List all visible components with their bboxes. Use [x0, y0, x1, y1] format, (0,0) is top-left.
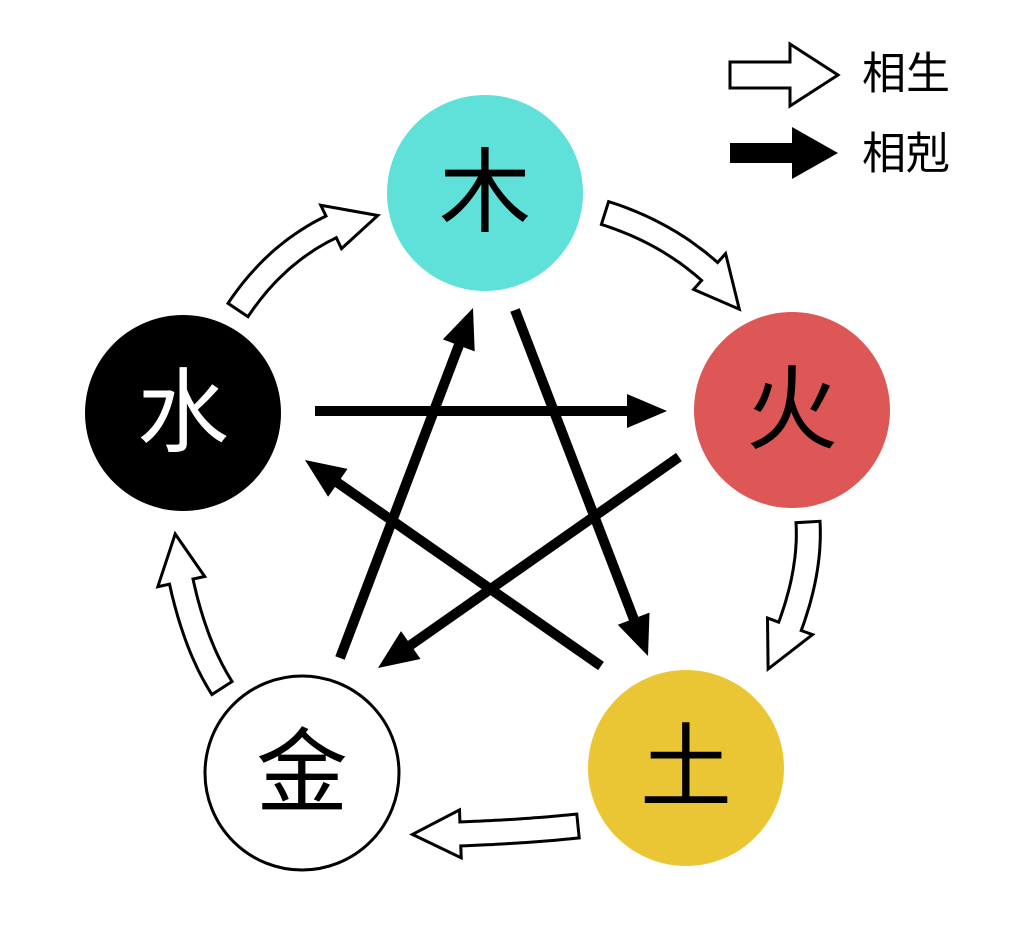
- overcoming-arrow-water-to-fire: [315, 394, 667, 428]
- fire-label: 火: [746, 357, 838, 464]
- overcoming-arrow-fire-to-metal: [378, 452, 682, 668]
- legend-generating: 相生: [728, 41, 950, 109]
- overcoming-arrow-wood-to-earth: [510, 308, 650, 656]
- generating-arrow-water-to-wood: [225, 203, 382, 319]
- overcoming-arrows: [305, 308, 682, 671]
- water-label: 水: [137, 360, 229, 467]
- generating-arrow-metal-to-water: [155, 530, 235, 697]
- metal-label: 金: [256, 720, 348, 827]
- legend-generating-label: 相生: [862, 49, 950, 100]
- legend: 相生 相剋: [728, 41, 950, 180]
- legend-solid-arrow-icon: [730, 127, 838, 179]
- fire-circle: [694, 312, 890, 508]
- wood-label: 木: [439, 140, 531, 247]
- node-earth: 土: [588, 670, 784, 866]
- node-wood: 木: [387, 95, 583, 291]
- legend-overcoming: 相剋: [730, 127, 950, 180]
- node-metal: 金: [203, 674, 401, 872]
- generating-arrow-earth-to-metal: [409, 807, 581, 861]
- generating-arrows: [155, 199, 822, 861]
- legend-overcoming-label: 相剋: [862, 129, 950, 180]
- legend-hollow-arrow-icon: [728, 41, 841, 109]
- node-water: 水: [85, 315, 281, 511]
- overcoming-arrow-metal-to-wood: [335, 308, 475, 660]
- water-circle: [85, 315, 281, 511]
- generating-arrow-wood-to-fire: [599, 199, 742, 312]
- node-fire: 火: [694, 312, 890, 508]
- wood-circle: [387, 95, 583, 291]
- metal-circle: [203, 674, 401, 872]
- overcoming-arrow-earth-to-water: [305, 460, 604, 671]
- earth-label: 土: [640, 715, 732, 822]
- earth-circle: [588, 670, 784, 866]
- generating-arrow-fire-to-earth: [765, 519, 822, 673]
